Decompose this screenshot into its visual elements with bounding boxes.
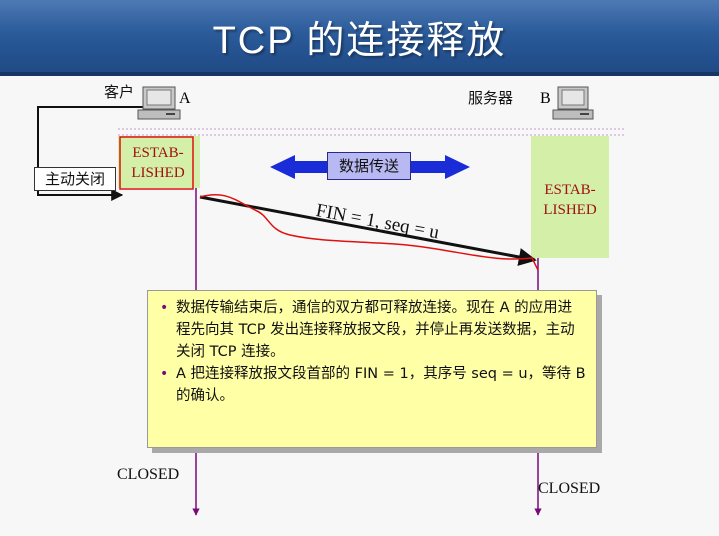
note-text: 数据传输结束后，通信的双方都可释放连接。现在 A 的应用进程先向其 TCP 发出… — [176, 300, 575, 360]
fin-segment-arrow — [199, 195, 537, 266]
server-closed-label: CLOSED — [538, 480, 601, 497]
client-computer-icon — [137, 86, 181, 120]
server-state-box — [531, 136, 609, 258]
note-item: • 数据传输结束后，通信的双方都可释放连接。现在 A 的应用进程先向其 TCP … — [160, 297, 586, 363]
client-state-highlight — [119, 136, 194, 190]
explanation-box: • 数据传输结束后，通信的双方都可释放连接。现在 A 的应用进程先向其 TCP … — [147, 290, 597, 448]
data-transfer-label: 数据传送 — [327, 152, 411, 180]
note-item: • A 把连接释放报文段首部的 FIN = 1，其序号 seq = u，等待 B… — [160, 363, 586, 407]
page-title: TCP 的连接释放 — [212, 19, 507, 62]
active-close-label: 主动关闭 — [34, 167, 116, 191]
client-letter: A — [179, 90, 191, 107]
note-text: A 把连接释放报文段首部的 FIN = 1，其序号 seq = u，等待 B 的… — [176, 366, 586, 404]
red-annotation-curve — [199, 193, 539, 271]
client-state-label: ESTAB-LISHED — [131, 145, 185, 181]
bullet-dot-icon: • — [160, 300, 169, 316]
client-closed-label: CLOSED — [117, 466, 180, 483]
title-bar: TCP 的连接释放 — [0, 0, 719, 76]
server-letter: B — [540, 90, 551, 107]
bullet-dot-icon: • — [160, 366, 169, 382]
server-computer-icon — [552, 86, 594, 120]
server-label: 服务器 — [468, 89, 514, 107]
server-state-label: ESTAB-LISHED — [543, 182, 597, 218]
active-close-arrow — [37, 106, 170, 201]
client-label: 客户 — [104, 83, 135, 101]
client-state-box — [118, 136, 200, 188]
